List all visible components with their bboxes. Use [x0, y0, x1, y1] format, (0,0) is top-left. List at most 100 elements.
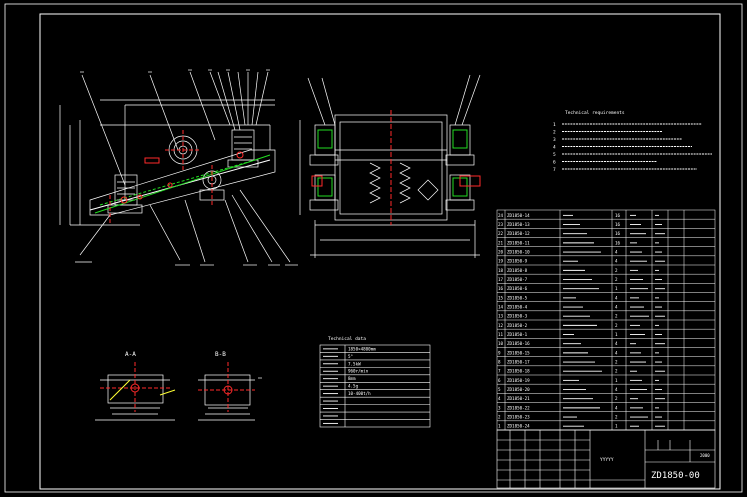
bom-row-no: 2 — [498, 415, 501, 420]
bom-row-no: 6 — [498, 378, 501, 383]
bom-row-code: ZD1850-13 — [507, 222, 530, 227]
title-block-code-small: 2000 — [700, 453, 710, 458]
tech-row-value: 5° — [348, 354, 353, 359]
tech-table — [319, 344, 431, 428]
bom-row-code: ZD1850-2 — [507, 323, 528, 328]
bom-row-qty: 2 — [615, 369, 618, 374]
bom-row-code: ZD1850-3 — [507, 314, 528, 319]
bom-row-qty: 1 — [615, 378, 618, 383]
notes-title: Technical requirements — [565, 110, 625, 116]
bom-row-no: 11 — [498, 332, 504, 337]
bom-row-no: 5 — [498, 387, 501, 392]
title-block — [496, 429, 716, 489]
tech-row-value: 10-400t/h — [348, 391, 371, 396]
bom-row-no: 15 — [498, 295, 504, 300]
note-number: 4 — [553, 145, 556, 151]
bom-row-no: 21 — [498, 240, 504, 245]
note-number: 5 — [553, 152, 556, 158]
tech-row-value: 960r/min — [348, 369, 369, 374]
bom-row-code: ZD1850-5 — [507, 295, 528, 300]
bom-row-no: 1 — [498, 424, 501, 429]
tech-table-values: 1850×4800mm 5° 7.5kW 960r/min 8mm 4.5g 10-400t… — [323, 346, 376, 424]
tech-row-value: 8mm — [348, 376, 356, 381]
bom-row-qty: 1 — [615, 332, 618, 337]
bom-row-no: 17 — [498, 277, 504, 282]
detail-view-b — [198, 374, 262, 421]
bom-row-qty: 4 — [615, 350, 618, 355]
bom-row-qty: 4 — [615, 341, 618, 346]
bom-row-code: ZD1850-12 — [507, 231, 530, 236]
bom-row-no: 16 — [498, 286, 504, 291]
bom-row-qty: 1 — [615, 286, 618, 291]
bom-row-no: 23 — [498, 222, 504, 227]
bom-row-qty: 1 — [615, 424, 618, 429]
bom-row-qty: 4 — [615, 305, 618, 310]
bom-row-qty: 2 — [615, 268, 618, 273]
bom-row-code: ZD1850-20 — [507, 387, 530, 392]
bom-row-no: 19 — [498, 259, 504, 264]
tech-row-value: 4.5g — [348, 384, 359, 389]
sheet-outer-border — [4, 3, 743, 493]
tech-row-value: 1850×4800mm — [348, 346, 376, 351]
note-number: 7 — [553, 167, 556, 173]
bom-row-no: 7 — [498, 369, 501, 374]
bom-row-qty: 16 — [615, 240, 621, 245]
title-block-label-small: YYYYY — [600, 457, 614, 463]
bom-row-qty: 4 — [615, 259, 618, 264]
drawing-code: ZD1850-00 — [651, 471, 700, 481]
note-number: 1 — [553, 122, 556, 128]
bom-row-code: ZD1850-14 — [507, 213, 530, 218]
bom-row-qty: 4 — [615, 387, 618, 392]
bom-row-qty: 2 — [615, 360, 618, 365]
bom-row-code: ZD1850-10 — [507, 250, 530, 255]
bom-row-no: 18 — [498, 268, 504, 273]
bom-row-qty: 2 — [615, 323, 618, 328]
bom-row-code: ZD1850-24 — [507, 424, 530, 429]
note-number: 3 — [553, 137, 556, 143]
bom-row-no: 8 — [498, 360, 501, 365]
side-view-highlights — [94, 130, 271, 225]
detail-view-b-label: B-B — [215, 351, 226, 358]
bom-row-code: ZD1850-1 — [507, 332, 528, 337]
bom-row-no: 10 — [498, 341, 504, 346]
sheet-inner-border — [39, 13, 721, 490]
tech-row-value: 7.5kW — [348, 361, 361, 366]
bom-row-qty: 4 — [615, 405, 618, 410]
detail-view-a-highlights — [100, 362, 176, 412]
bom-row-code: ZD1850-23 — [507, 415, 530, 420]
bom-row-no: 9 — [498, 350, 501, 355]
bom-row-code: ZD1850-18 — [507, 369, 530, 374]
bom-row-no: 4 — [498, 396, 501, 401]
bom-row-qty: 4 — [615, 250, 618, 255]
bom-row-qty: 2 — [615, 396, 618, 401]
bom-row-code: ZD1850-4 — [507, 305, 528, 310]
front-view — [299, 74, 481, 258]
front-view-highlights — [311, 110, 481, 225]
detail-view-b-highlights — [198, 362, 255, 412]
bom-row-code: ZD1850-8 — [507, 268, 528, 273]
bom-row-qty: 16 — [615, 213, 621, 218]
bom-row-no: 12 — [498, 323, 504, 328]
bom-row-qty: 16 — [615, 222, 621, 227]
bom-row-code: ZD1850-17 — [507, 360, 530, 365]
bom-row-qty: 16 — [615, 231, 621, 236]
note-number: 6 — [553, 160, 556, 166]
bom-row-no: 22 — [498, 231, 504, 236]
bom-row-code: ZD1850-22 — [507, 405, 530, 410]
side-view — [59, 69, 298, 266]
bom-row-no: 14 — [498, 305, 504, 310]
bom-row-code: ZD1850-15 — [507, 350, 530, 355]
bom-row-qty: 2 — [615, 415, 618, 420]
tech-table-title: Technical data — [328, 336, 366, 342]
bom-row-code: ZD1850-7 — [507, 277, 528, 282]
bom-row-code: ZD1850-16 — [507, 341, 530, 346]
bom-row-code: ZD1850-21 — [507, 396, 530, 401]
bom-row-code: ZD1850-19 — [507, 378, 530, 383]
bom-row-code: ZD1850-9 — [507, 259, 528, 264]
bom-row-code: ZD1850-11 — [507, 240, 530, 245]
bom-row-code: ZD1850-6 — [507, 286, 528, 291]
bom-row-qty: 2 — [615, 277, 618, 282]
